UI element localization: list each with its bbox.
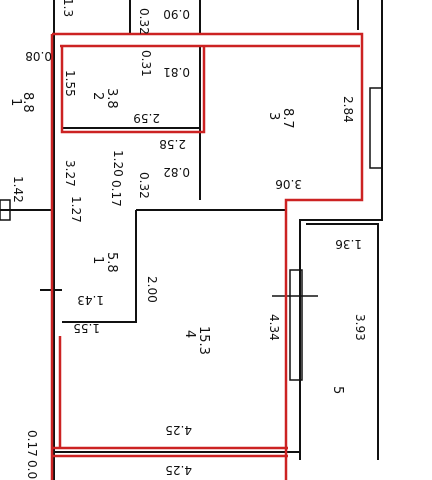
dim-hall-1-55: 1.55	[73, 321, 100, 335]
dim-bottom-0-17: 0.17	[25, 430, 39, 457]
dim-bottom-0-07: 0.07	[25, 460, 39, 480]
dim-room2-2-59: 2.59	[133, 111, 160, 125]
dim-room4-4-25: 4.25	[165, 423, 192, 437]
room-4-area: 15.3	[196, 326, 211, 355]
dim-room2-1-55: 1.55	[63, 70, 77, 97]
dim-hall-1-43: 1.43	[77, 293, 104, 307]
window-room3	[369, 87, 383, 169]
dim-mid-3-27: 3.27	[63, 160, 77, 187]
wall-hall-right	[62, 210, 137, 323]
dim-hall-2-00: 2.00	[145, 276, 159, 303]
hall-area: 5.8	[104, 252, 119, 273]
dim-top-0-90: 0.90	[163, 7, 190, 21]
walls	[0, 0, 383, 480]
room-1-area: 8.8	[20, 92, 35, 113]
dim-mid-0-82: 0.82	[163, 165, 190, 179]
room-5-number: 5	[330, 386, 345, 394]
room-3-number: 3	[266, 112, 281, 120]
room-2-area: 3.8	[104, 88, 119, 109]
dim-mid-1-27: 1.27	[69, 196, 83, 223]
room-labels: 1 8.8 2 3.8 3 8.7 1 5.8 4 15.3 5	[8, 88, 345, 394]
windows	[0, 87, 383, 381]
dim-top-1-3: 1.3	[61, 0, 75, 17]
room-3-area: 8.7	[280, 108, 295, 129]
dim-mid-1-20: 1.20	[111, 150, 125, 177]
outline-bottom	[52, 446, 288, 458]
dim-mid-0-32: 0.32	[137, 172, 151, 199]
dim-balcony-3-93: 3.93	[353, 314, 367, 341]
dim-room3-3-06: 3.06	[275, 177, 302, 191]
dim-room3-2-84: 2.84	[341, 96, 355, 123]
outline-room2	[60, 46, 206, 134]
dim-balcony-1-36: 1.36	[335, 237, 362, 251]
window-left	[0, 199, 11, 221]
room-4-number: 4	[182, 330, 197, 338]
wall-balcony	[306, 223, 379, 460]
outline-main	[50, 32, 364, 480]
room-2-number: 2	[90, 92, 105, 100]
dim-mid-0-17: 0.17	[109, 180, 123, 207]
dim-left-1-42: 1.42	[11, 176, 25, 203]
dim-room2-0-81: 0.81	[163, 65, 190, 79]
dim-bottom-4-25: 4.25	[165, 463, 192, 477]
dim-room4-4-34: 4.34	[267, 314, 281, 341]
hall-number: 1	[90, 256, 105, 264]
dimension-labels: 1.3 0.32 0.90 0.08 1.55 0.31 0.81 2.59 2…	[11, 0, 367, 480]
dim-left-0-08: 0.08	[25, 49, 52, 63]
dim-room2-0-31: 0.31	[139, 50, 153, 77]
dim-top-0-32: 0.32	[137, 8, 151, 35]
room-1-number: 1	[8, 98, 23, 106]
apartment-outline	[50, 32, 364, 480]
dim-mid-2-58: 2.58	[159, 137, 186, 151]
window-room4	[289, 269, 303, 381]
